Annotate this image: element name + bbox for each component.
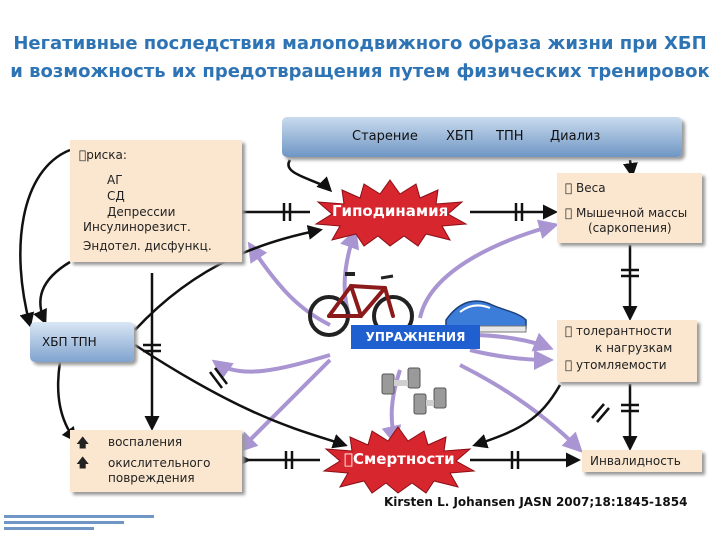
risk-heading: риска: bbox=[79, 148, 127, 162]
fatigue-text:  утомляемости bbox=[565, 358, 667, 372]
inflammation-box: 🡅 воспаления 🡅 окислительного повреждени… bbox=[70, 430, 242, 492]
factor-ckd: ХБП bbox=[446, 129, 474, 144]
up-arrow-icon: 🡅 bbox=[76, 456, 90, 471]
risk-item-endothelial-dysfunction: Эндотел. дисфункц. bbox=[83, 239, 212, 253]
factor-dialysis: Диализ bbox=[550, 129, 601, 144]
up-arrow-icon: 🡅 bbox=[76, 436, 90, 451]
risk-item-depression: Депрессии bbox=[107, 205, 176, 219]
weight-loss-text:  Веса bbox=[565, 181, 606, 195]
risk-item-hypertension: АГ bbox=[107, 173, 123, 187]
oxidative-text: окислительного bbox=[108, 456, 211, 470]
damage-text: повреждения bbox=[108, 471, 195, 485]
weight-muscle-box:  Веса  Мышечной массы (саркопения) bbox=[557, 173, 702, 243]
exercise-box: УПРАЖНЕНИЯ bbox=[351, 325, 480, 349]
mortality-burst-icon bbox=[322, 426, 476, 494]
ckd-esrd-label: ХБП ТПН bbox=[42, 335, 97, 349]
risk-factors-box: риска: АГ СД Депрессии Инсулинорезист. … bbox=[70, 140, 242, 262]
load-text: к нагрузкам bbox=[595, 341, 673, 355]
top-factors-bar: Старение ХБП ТПН Диализ bbox=[282, 117, 682, 157]
risk-item-diabetes: СД bbox=[107, 189, 125, 203]
disability-text: Инвалидность bbox=[590, 454, 681, 468]
factor-aging: Старение bbox=[352, 129, 418, 144]
dumbbells-icon bbox=[381, 367, 447, 415]
sarcopenia-text: (саркопения) bbox=[588, 221, 672, 235]
citation: Kirsten L. Johansen JASN 2007;18:1845-18… bbox=[384, 495, 688, 509]
muscle-loss-text:  Мышечной массы bbox=[565, 206, 687, 220]
mortality-label: Смертности bbox=[344, 450, 455, 468]
disability-box: Инвалидность bbox=[582, 450, 702, 472]
bicycle-icon bbox=[308, 272, 414, 337]
ckd-esrd-bar: ХБП ТПН bbox=[30, 322, 134, 362]
inflammation-text: воспаления bbox=[108, 435, 183, 449]
decor-line bbox=[4, 527, 94, 530]
decor-line bbox=[4, 521, 124, 524]
risk-item-insulin-resistance: Инсулинорезист. bbox=[83, 220, 191, 234]
hypodynamia-burst-icon bbox=[314, 179, 468, 247]
tolerance-text:  толерантности bbox=[565, 324, 672, 338]
hypodynamia-label: Гиподинамия bbox=[332, 202, 449, 220]
page-title: Негативные последствия малоподвижного об… bbox=[10, 33, 710, 82]
factor-esrd: ТПН bbox=[496, 129, 524, 144]
decor-line bbox=[4, 515, 154, 518]
tolerance-fatigue-box:  толерантности к нагрузкам  утомляемос… bbox=[557, 320, 697, 382]
